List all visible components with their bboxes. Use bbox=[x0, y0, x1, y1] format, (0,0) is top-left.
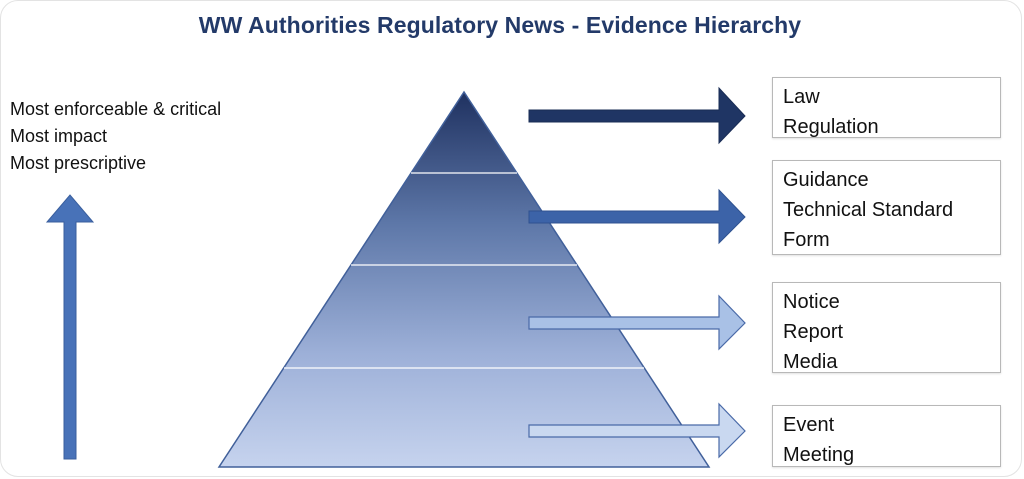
level-box-event: Event Meeting bbox=[772, 405, 1001, 467]
increasing-up-arrow bbox=[45, 194, 95, 460]
level-item-guidance: Guidance bbox=[783, 169, 869, 191]
level-item-form: Form bbox=[783, 229, 830, 251]
level-item-media: Media bbox=[783, 351, 838, 373]
note-prescriptive: Most prescriptive bbox=[10, 153, 147, 173]
level-item-report: Report bbox=[783, 321, 844, 343]
level-box-notice: Notice Report Media bbox=[772, 282, 1001, 373]
note-impact: Most impact bbox=[10, 126, 108, 146]
arrow-to-law bbox=[528, 86, 746, 145]
left-notes: Most enforceable & critical Most impact … bbox=[10, 96, 221, 177]
evidence-pyramid bbox=[217, 90, 711, 468]
level-box-law: Law Regulation bbox=[772, 77, 1001, 138]
arrow-to-notice bbox=[528, 294, 746, 351]
level-item-regulation: Regulation bbox=[783, 116, 879, 138]
level-box-guidance: Guidance Technical Standard Form bbox=[772, 160, 1001, 255]
level-item-notice: Notice bbox=[783, 291, 840, 313]
level-item-event: Event bbox=[783, 414, 835, 436]
note-enforceable: Most enforceable & critical bbox=[10, 99, 222, 119]
diagram-title: WW Authorities Regulatory News - Evidenc… bbox=[198, 12, 802, 38]
level-item-technical-standard: Technical Standard bbox=[783, 199, 954, 221]
level-item-meeting: Meeting bbox=[783, 444, 855, 466]
level-item-law: Law bbox=[783, 86, 820, 108]
arrow-to-guidance bbox=[528, 188, 746, 245]
arrow-to-event bbox=[528, 402, 746, 459]
